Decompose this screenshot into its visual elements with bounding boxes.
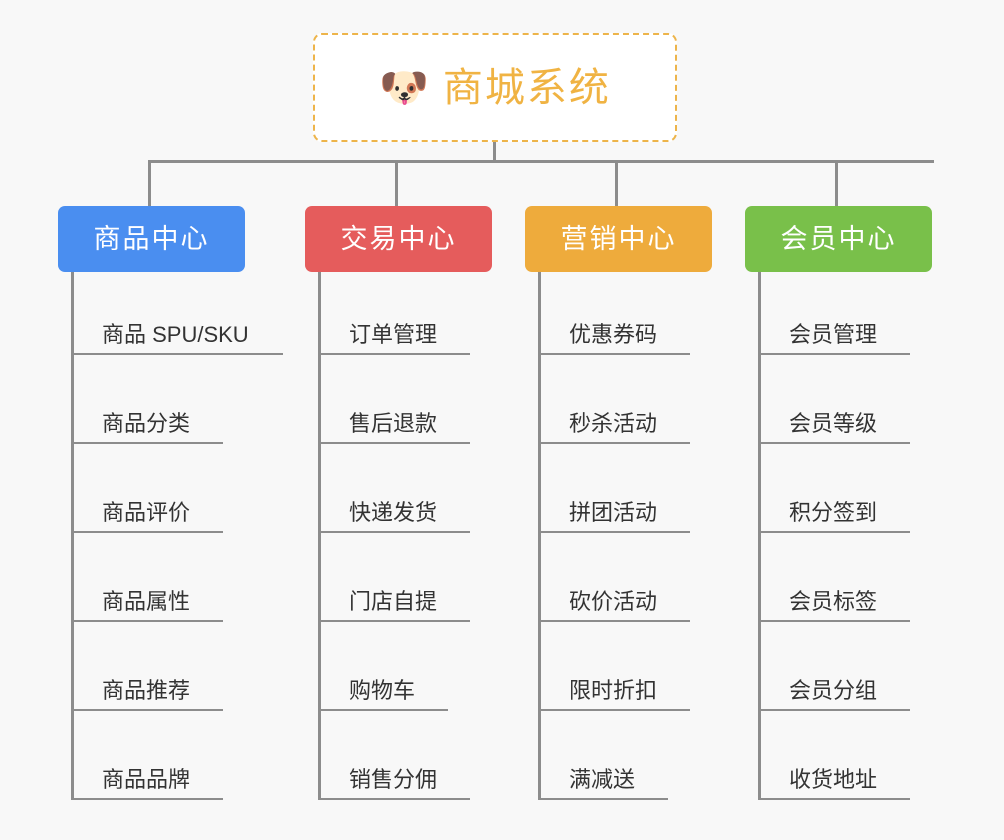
leaf-item-label: 会员标签: [789, 589, 878, 614]
leaf-item-label: 商品评价: [102, 500, 191, 525]
leaf-item-label: 秒杀活动: [569, 411, 658, 436]
leaf-item[interactable]: 砍价活动: [538, 578, 690, 622]
leaf-item-label: 拼团活动: [569, 500, 658, 525]
leaf-item-label: 限时折扣: [569, 678, 658, 703]
leaf-item-rule: [538, 620, 690, 622]
leaf-item[interactable]: 会员标签: [758, 578, 910, 622]
leaf-item[interactable]: 订单管理: [318, 311, 470, 355]
leaf-item-label: 优惠券码: [569, 322, 658, 347]
leaf-item-rule: [71, 709, 223, 711]
branch-header-label: 营销中心: [560, 223, 677, 254]
leaf-item[interactable]: 购物车: [318, 667, 448, 711]
branch-header-label: 商品中心: [93, 223, 210, 254]
leaf-item[interactable]: 会员分组: [758, 667, 910, 711]
leaf-item-rule: [71, 798, 223, 800]
leaf-item[interactable]: 收货地址: [758, 756, 910, 800]
branch-header-trade-center[interactable]: 交易中心: [305, 206, 492, 272]
leaf-item-label: 砍价活动: [569, 589, 658, 614]
leaf-item-rule: [71, 620, 223, 622]
leaf-item[interactable]: 销售分佣: [318, 756, 470, 800]
leaf-item[interactable]: 会员等级: [758, 400, 910, 444]
leaf-item-label: 会员等级: [789, 411, 878, 436]
leaf-item[interactable]: 快递发货: [318, 489, 470, 533]
leaf-item-rule: [758, 353, 910, 355]
connector-root-stem: [493, 142, 496, 162]
leaf-item-label: 售后退款: [349, 411, 438, 436]
leaf-item[interactable]: 优惠券码: [538, 311, 690, 355]
leaf-item-label: 积分签到: [789, 500, 878, 525]
leaf-item[interactable]: 会员管理: [758, 311, 910, 355]
leaf-item-label: 快递发货: [349, 500, 438, 525]
leaf-item[interactable]: 秒杀活动: [538, 400, 690, 444]
connector-drop-trade-center: [395, 160, 398, 206]
leaf-item[interactable]: 商品属性: [71, 578, 223, 622]
leaf-item-label: 商品品牌: [102, 767, 191, 792]
connector-horizontal-bus: [148, 160, 934, 163]
leaf-item-label: 商品 SPU/SKU: [102, 322, 249, 347]
root-node-mall-system[interactable]: 🐶 商城系统: [313, 33, 677, 142]
leaf-item[interactable]: 门店自提: [318, 578, 470, 622]
connector-drop-product-center: [148, 160, 151, 206]
leaf-item-rule: [758, 620, 910, 622]
leaf-item-label: 订单管理: [349, 322, 438, 347]
leaf-item-rule: [71, 531, 223, 533]
leaf-item[interactable]: 积分签到: [758, 489, 910, 533]
branch-header-label: 会员中心: [780, 223, 897, 254]
branch-header-label: 交易中心: [340, 223, 457, 254]
leaf-item-rule: [758, 798, 910, 800]
leaf-item-rule: [318, 620, 470, 622]
leaf-item-label: 满减送: [569, 767, 636, 792]
leaf-item-rule: [538, 709, 690, 711]
leaf-item-rule: [318, 798, 470, 800]
connector-drop-member-center: [835, 160, 838, 206]
leaf-item-rule: [318, 709, 448, 711]
leaf-item-label: 会员分组: [789, 678, 878, 703]
leaf-item-label: 商品分类: [102, 411, 191, 436]
branch-header-marketing-center[interactable]: 营销中心: [525, 206, 712, 272]
leaf-item[interactable]: 售后退款: [318, 400, 470, 444]
leaf-item-rule: [71, 353, 283, 355]
leaf-item[interactable]: 满减送: [538, 756, 668, 800]
leaf-item-label: 商品属性: [102, 589, 191, 614]
branch-header-member-center[interactable]: 会员中心: [745, 206, 932, 272]
leaf-item[interactable]: 商品 SPU/SKU: [71, 311, 283, 355]
branch-spine-marketing-center: [538, 272, 541, 800]
leaf-item-rule: [758, 531, 910, 533]
leaf-item-rule: [538, 798, 668, 800]
leaf-item-rule: [318, 442, 470, 444]
leaf-item-rule: [538, 531, 690, 533]
leaf-item-rule: [318, 531, 470, 533]
branch-header-product-center[interactable]: 商品中心: [58, 206, 245, 272]
leaf-item-label: 购物车: [349, 678, 416, 703]
dog-face-icon: 🐶: [379, 65, 429, 110]
leaf-item-label: 收货地址: [789, 767, 878, 792]
leaf-item-rule: [318, 353, 470, 355]
leaf-item-rule: [71, 442, 223, 444]
leaf-item-rule: [758, 709, 910, 711]
root-title: 商城系统: [442, 65, 611, 110]
leaf-item-rule: [538, 442, 690, 444]
leaf-item[interactable]: 商品分类: [71, 400, 223, 444]
leaf-item[interactable]: 限时折扣: [538, 667, 690, 711]
leaf-item-rule: [758, 442, 910, 444]
leaf-item-rule: [538, 353, 690, 355]
leaf-item[interactable]: 商品推荐: [71, 667, 223, 711]
leaf-item[interactable]: 拼团活动: [538, 489, 690, 533]
leaf-item[interactable]: 商品评价: [71, 489, 223, 533]
leaf-item[interactable]: 商品品牌: [71, 756, 223, 800]
leaf-item-label: 销售分佣: [349, 767, 438, 792]
branch-spine-member-center: [758, 272, 761, 800]
leaf-item-label: 会员管理: [789, 322, 878, 347]
connector-drop-marketing-center: [615, 160, 618, 206]
leaf-item-label: 商品推荐: [102, 678, 191, 703]
leaf-item-label: 门店自提: [349, 589, 438, 614]
branch-spine-product-center: [71, 272, 74, 800]
branch-spine-trade-center: [318, 272, 321, 800]
